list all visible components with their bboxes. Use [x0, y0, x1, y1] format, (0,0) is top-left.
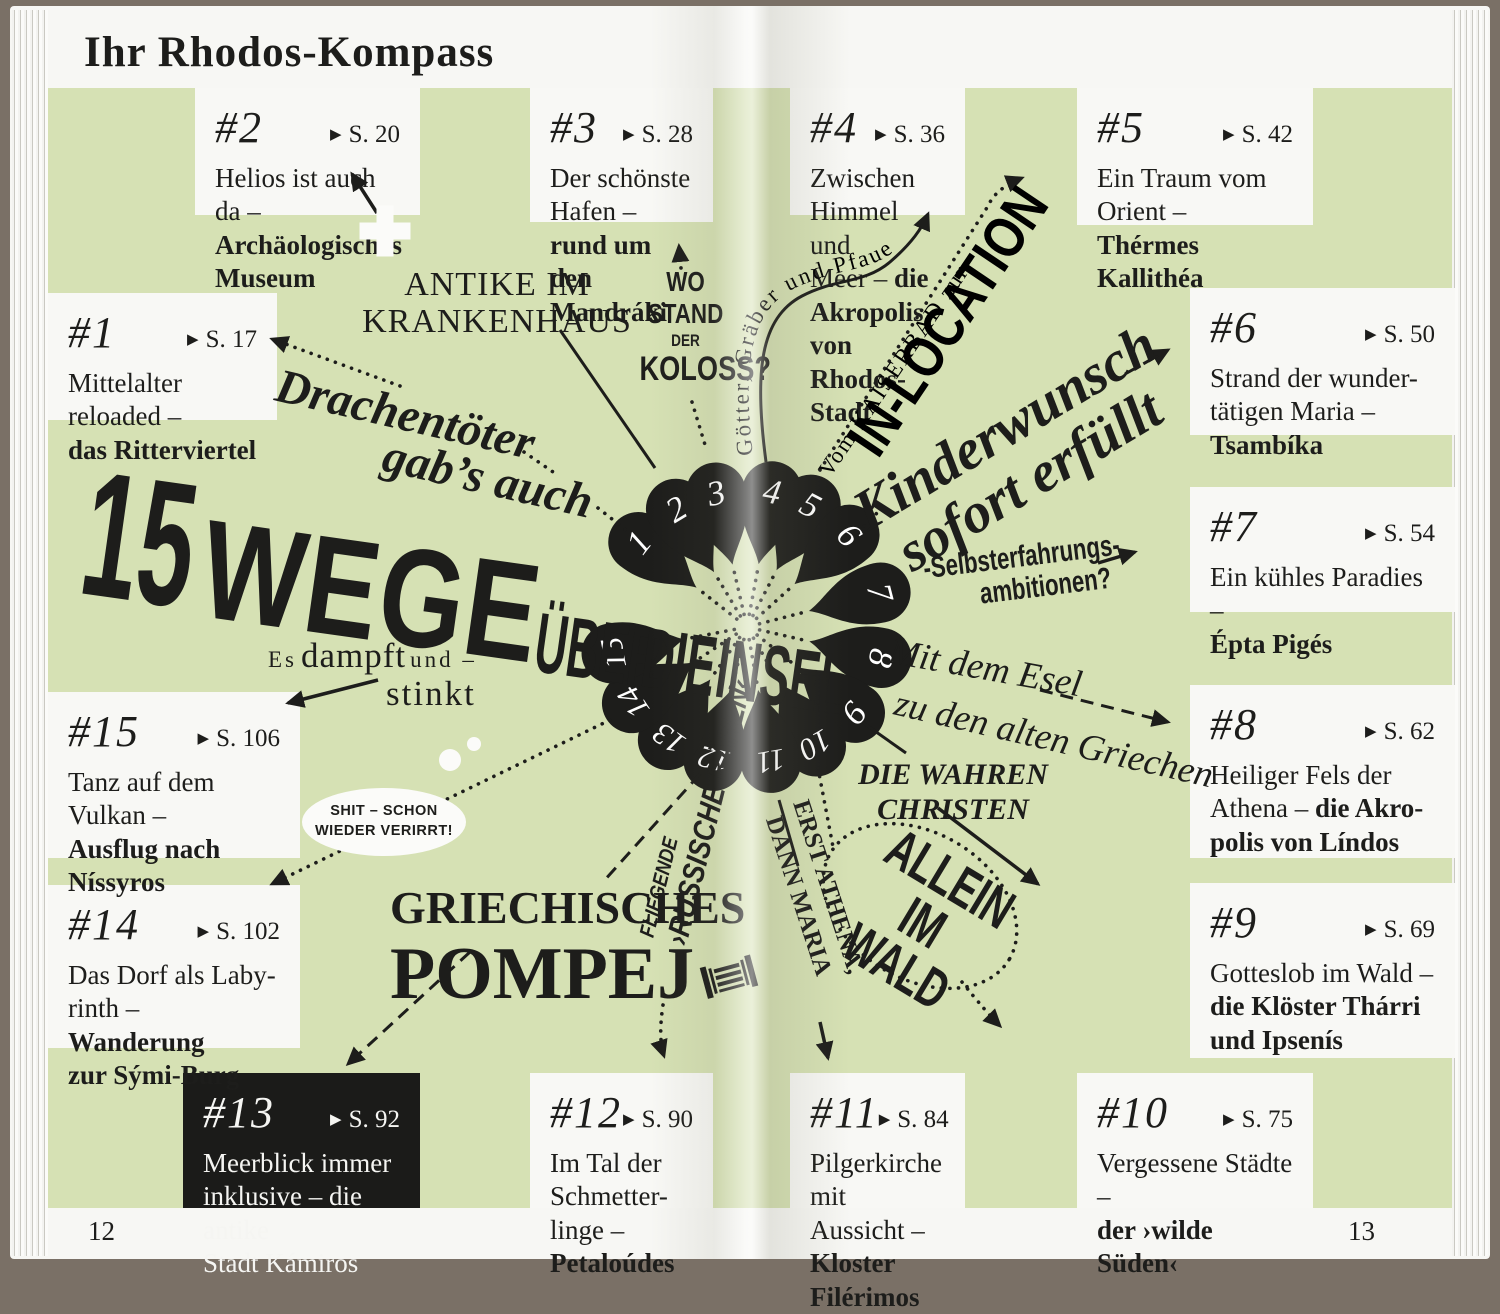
thought-bubble-1 — [439, 749, 461, 771]
plus-icon — [360, 206, 411, 257]
goetter-label: Götter, Gräber und Pfauen — [0, 0, 898, 457]
column-icon — [696, 948, 760, 1006]
arrow-to-box2 — [352, 174, 377, 213]
arrow-athena-box11 — [820, 1022, 828, 1058]
svg-text:11: 11 — [754, 742, 788, 781]
label-es-dampft: Es dampft und – stinkt — [268, 636, 528, 714]
dotted-koloss-pin3 — [692, 402, 706, 448]
dotted-koloss-box3 — [679, 246, 681, 268]
thought-bubble-2 — [467, 737, 481, 751]
